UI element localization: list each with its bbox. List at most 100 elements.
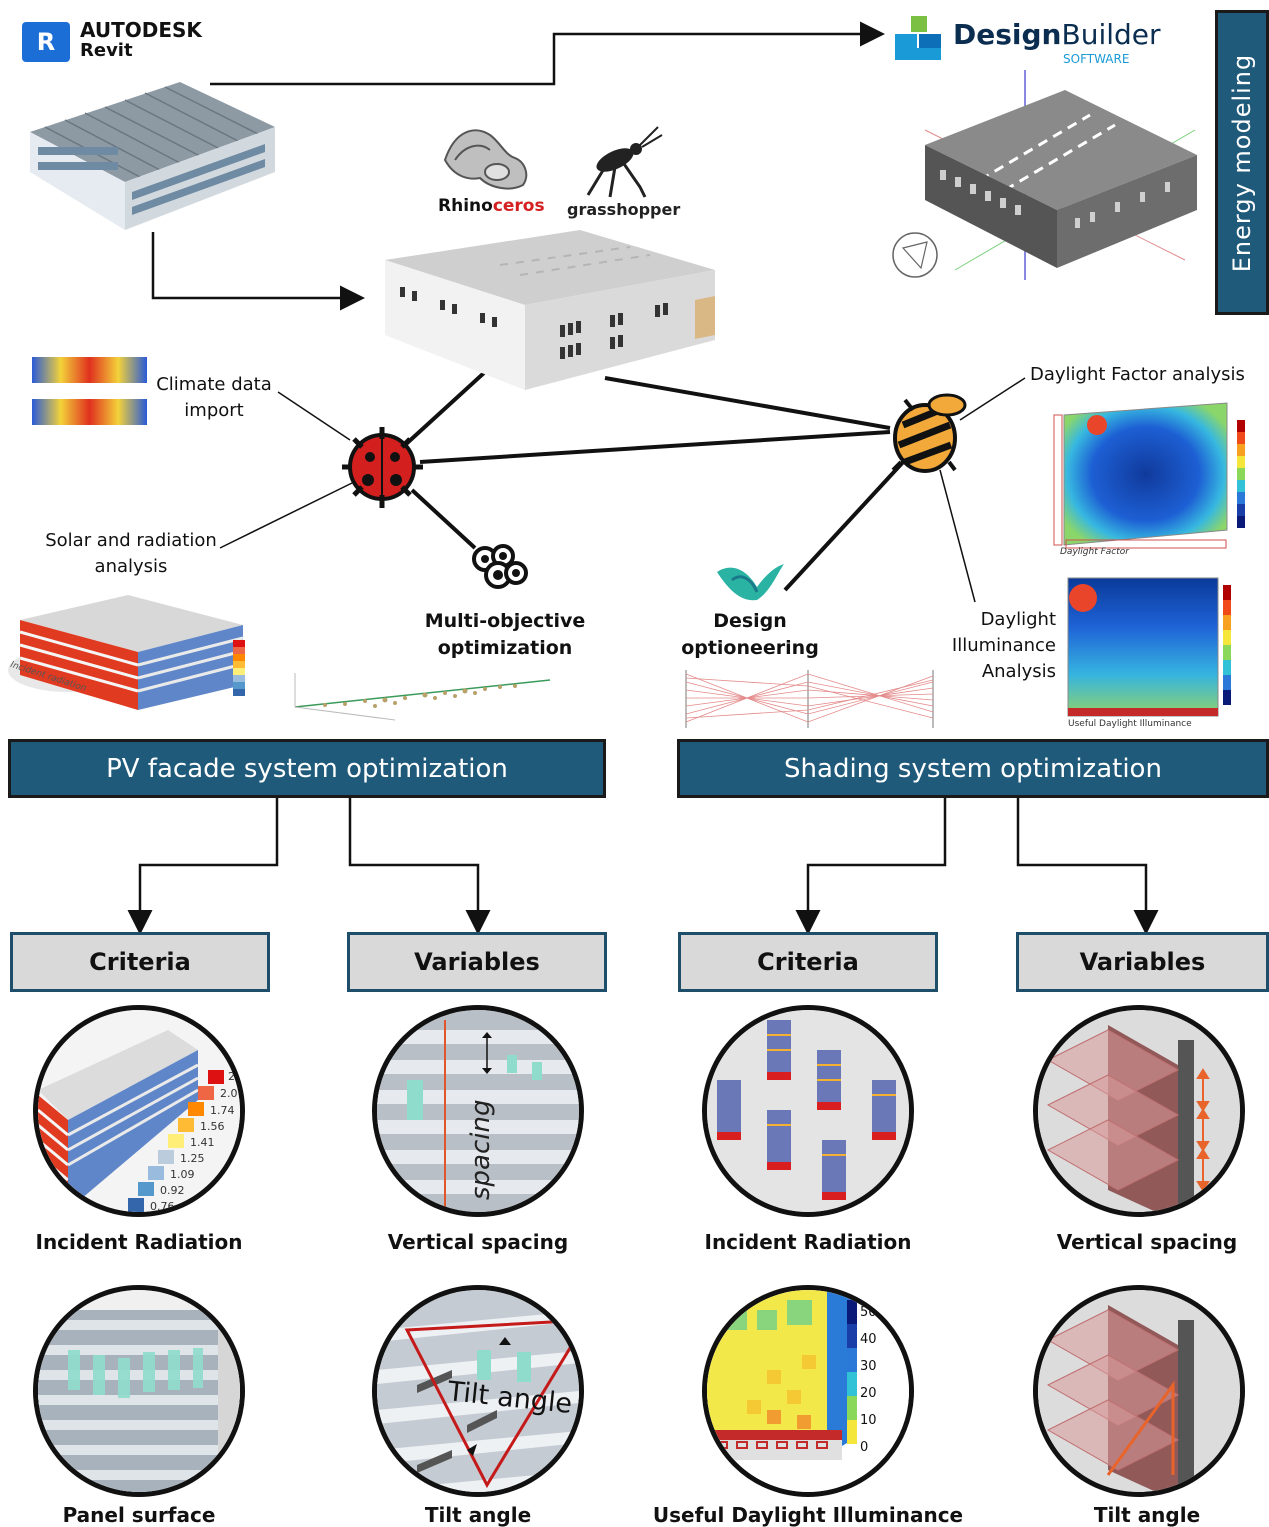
solar-analysis-label: Solar and radiation analysis (38, 528, 224, 580)
shading-incident-radiation-caption: Incident Radiation (704, 1230, 912, 1254)
line-model-honeybee (604, 376, 891, 430)
legend-value-7: 1.25 (180, 1152, 205, 1165)
pv-tilt-angle-caption: Tilt angle (424, 1503, 532, 1527)
udi-scale-0: 50 (860, 1305, 877, 1320)
udi-scale-3: 20 (860, 1386, 877, 1401)
shading-vertical-spacing-circle (1033, 1005, 1245, 1217)
daylight-factor-label: Daylight Factor analysis (1030, 364, 1245, 385)
pv-variables-box: Variables (347, 932, 607, 992)
udi-scale-4: 10 (860, 1413, 877, 1428)
legend-value-6: 1.41 (190, 1136, 215, 1149)
shading-tilt-angle-caption: Tilt angle (1093, 1503, 1201, 1527)
revit-logo-icon: R (22, 22, 70, 62)
design-optioneering-label-line2: optioneering (681, 637, 819, 659)
climate-data-label-line2: import (184, 400, 244, 421)
arrow-pv-criteria (127, 797, 279, 935)
panel-surface-circle (33, 1285, 245, 1497)
shading-system-bar: Shading system optimization (677, 739, 1269, 798)
solar-radiation-model-image (8, 595, 245, 710)
pv-vertical-spacing-circle: spacing (372, 1005, 584, 1217)
shading-vertical-spacing-caption: Vertical spacing (1056, 1230, 1238, 1254)
arrow-shading-variables (1016, 797, 1159, 935)
legend-value-10: 0.76 (150, 1200, 175, 1213)
udi-scale-2: 30 (860, 1359, 877, 1374)
legend-value-5: 1.56 (200, 1120, 225, 1133)
legend-value-4: 1.74 (210, 1104, 235, 1117)
rhino-label-a: Rhino (438, 196, 493, 216)
moo-label: Multi-objective optimization (420, 608, 590, 662)
rhino-building-image (385, 230, 715, 390)
design-optioneering-label: Design optioneering (680, 608, 820, 662)
pv-tilt-angle-circle: Tilt angle (372, 1285, 584, 1497)
line-df-honeybee (959, 377, 1026, 421)
pv-facade-bar: PV facade system optimization (8, 739, 606, 798)
udi-scale-1: 40 (860, 1332, 877, 1347)
designbuilder-name-b: Builder (1061, 18, 1161, 51)
line-climate-ladybug (277, 391, 351, 441)
daylight-illuminance-label-line2: Illuminance (951, 635, 1056, 656)
daylight-factor-plot-image (1053, 402, 1245, 549)
rhino-icon (443, 129, 528, 190)
line-illum-honeybee (939, 469, 976, 603)
honeybee-icon (891, 393, 967, 473)
daylight-illuminance-label-line1: Daylight (980, 609, 1056, 630)
arrow-shading-criteria (795, 797, 947, 935)
octopus-icon (472, 544, 528, 589)
line-ladybug-octopus (410, 488, 477, 550)
udi-circle: 50 40 30 20 10 0 (702, 1285, 914, 1497)
grasshopper-icon (586, 126, 663, 198)
pv-vertical-spacing-caption: Vertical spacing (387, 1230, 569, 1254)
designbuilder-logo: DesignBuilder SOFTWARE (893, 10, 1161, 72)
ladybug-icon (342, 427, 423, 508)
shading-incident-radiation-circle (702, 1005, 914, 1217)
line-ladybug-honeybee (419, 430, 891, 464)
pv-criteria-box: Criteria (10, 932, 270, 992)
grasshopper-label: grasshopper (567, 200, 681, 219)
moo-label-line1: Multi-objective (424, 610, 586, 632)
arrow-pv-variables (348, 797, 491, 935)
energy-modeling-label: Energy modeling (1228, 53, 1256, 272)
revit-brand: AUTODESK (80, 18, 202, 42)
rhino-label: Rhinoceros (438, 196, 545, 216)
shading-criteria-box: Criteria (678, 932, 938, 992)
udi-scale-5: 0 (860, 1440, 868, 1455)
rhino-label-b: ceros (492, 196, 545, 216)
spacing-text: spacing (466, 1100, 496, 1200)
udi-plot-image (1067, 577, 1231, 717)
legend-value-8: 1.09 (170, 1168, 195, 1181)
udi-plot-caption: Useful Daylight Illuminance (1068, 719, 1192, 729)
udi-caption: Useful Daylight Illuminance (652, 1503, 964, 1527)
shading-tilt-angle-circle (1033, 1285, 1245, 1497)
design-optioneering-label-line1: Design (713, 610, 787, 632)
design-optioneering-bird-icon (717, 564, 784, 601)
pv-incident-radiation-caption: Incident Radiation (35, 1230, 243, 1254)
revit-logo: R AUTODESK Revit (22, 18, 222, 66)
line-honeybee-design (783, 458, 907, 592)
climate-heatmap-image (32, 357, 147, 425)
parallel-coordinates-image (678, 662, 946, 732)
moo-label-line2: optimization (437, 637, 573, 659)
panel-surface-caption: Panel surface (62, 1503, 216, 1527)
daylight-illuminance-label: Daylight Illuminance Analysis (930, 607, 1056, 685)
energy-modeling-bar: Energy modeling (1215, 10, 1269, 315)
climate-data-label: Climate data import (150, 372, 278, 424)
pv-incident-radiation-circle: 2.39 2.07 1.74 1.56 1.41 1.25 1.09 0.92 … (33, 1005, 245, 1217)
designbuilder-name-a: Design (953, 18, 1062, 51)
line-model-ladybug (403, 370, 487, 447)
solar-analysis-label-line1: Solar and radiation (45, 530, 217, 551)
designbuilder-sub: SOFTWARE (1063, 52, 1130, 66)
df-plot-caption: Daylight Factor (1060, 547, 1129, 557)
climate-data-label-line1: Climate data (156, 374, 272, 395)
revit-building-image (30, 82, 275, 230)
arrow-revit-rhino (151, 232, 365, 311)
pareto-scatter-image (294, 673, 551, 721)
arrow-revit-designbuilder (210, 21, 885, 86)
shading-variables-box: Variables (1016, 932, 1269, 992)
revit-product: Revit (80, 40, 133, 61)
line-solar-ladybug (219, 482, 353, 549)
designbuilder-model-image (892, 70, 1197, 280)
solar-analysis-label-line2: analysis (94, 556, 168, 577)
daylight-illuminance-label-line3: Analysis (981, 661, 1056, 682)
legend-value-9: 0.92 (160, 1184, 185, 1197)
